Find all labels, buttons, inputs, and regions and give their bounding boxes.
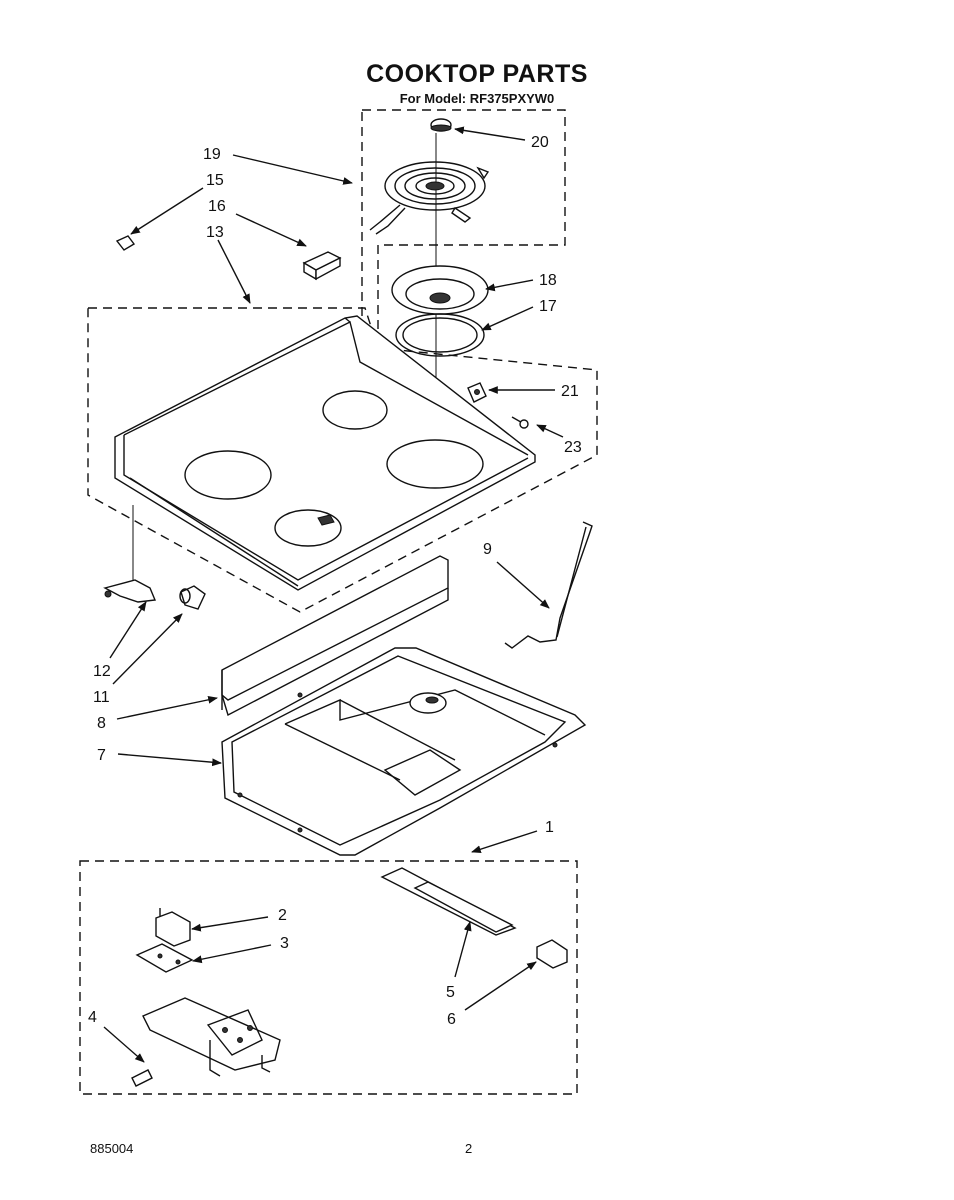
part-23-screw bbox=[511, 416, 529, 429]
callout-6: 6 bbox=[447, 1011, 456, 1028]
page-title: COOKTOP PARTS bbox=[366, 60, 588, 88]
callout-18: 18 bbox=[539, 272, 557, 289]
part-19-surface-element bbox=[369, 161, 490, 235]
part-18-drip-bowl bbox=[391, 265, 489, 315]
callout-7: 7 bbox=[97, 747, 106, 764]
part-3-insulator bbox=[135, 943, 194, 973]
callout-5: 5 bbox=[446, 984, 455, 1001]
callout-15: 15 bbox=[206, 172, 224, 189]
callout-16: 16 bbox=[208, 198, 226, 215]
part-8-rear-panel bbox=[221, 555, 449, 717]
callout-9: 9 bbox=[483, 541, 492, 558]
callout-21: 21 bbox=[561, 383, 579, 400]
part-17-trim-ring bbox=[395, 313, 485, 357]
part-15-clip bbox=[115, 235, 136, 251]
part-12-terminal-block bbox=[103, 579, 157, 603]
part-21-bracket bbox=[467, 382, 487, 403]
control-group-box bbox=[79, 860, 578, 1095]
document-number: 885004 bbox=[90, 1141, 134, 1156]
part-16-receptacle bbox=[302, 251, 342, 281]
part-6-connector bbox=[536, 939, 568, 969]
part-13-main-top bbox=[114, 315, 536, 591]
callout-1: 1 bbox=[545, 819, 554, 836]
part-4-label bbox=[131, 1069, 153, 1087]
part-9-rod bbox=[504, 521, 593, 649]
part-20-element-cap bbox=[430, 118, 452, 132]
callout-19: 19 bbox=[203, 146, 221, 163]
page-number: 2 bbox=[465, 1141, 473, 1156]
model-subtitle: For Model: RF375PXYW0 bbox=[399, 91, 555, 106]
callout-8: 8 bbox=[97, 715, 106, 732]
callout-23: 23 bbox=[564, 439, 582, 456]
callout-2: 2 bbox=[278, 907, 287, 924]
callout-4: 4 bbox=[88, 1009, 97, 1026]
control-bracket-assembly bbox=[142, 997, 281, 1077]
cooktop-group-box bbox=[87, 307, 598, 613]
callout-12: 12 bbox=[93, 663, 111, 680]
part-2-switch bbox=[155, 908, 191, 947]
part-7-burner-box bbox=[221, 647, 587, 856]
callout-11: 11 bbox=[93, 689, 110, 706]
part-11-plug bbox=[179, 585, 206, 610]
callout-3: 3 bbox=[280, 935, 289, 952]
callout-17: 17 bbox=[539, 298, 557, 315]
part-5-bracket bbox=[413, 881, 514, 933]
callout-13: 13 bbox=[206, 224, 224, 241]
callout-20: 20 bbox=[531, 134, 549, 151]
